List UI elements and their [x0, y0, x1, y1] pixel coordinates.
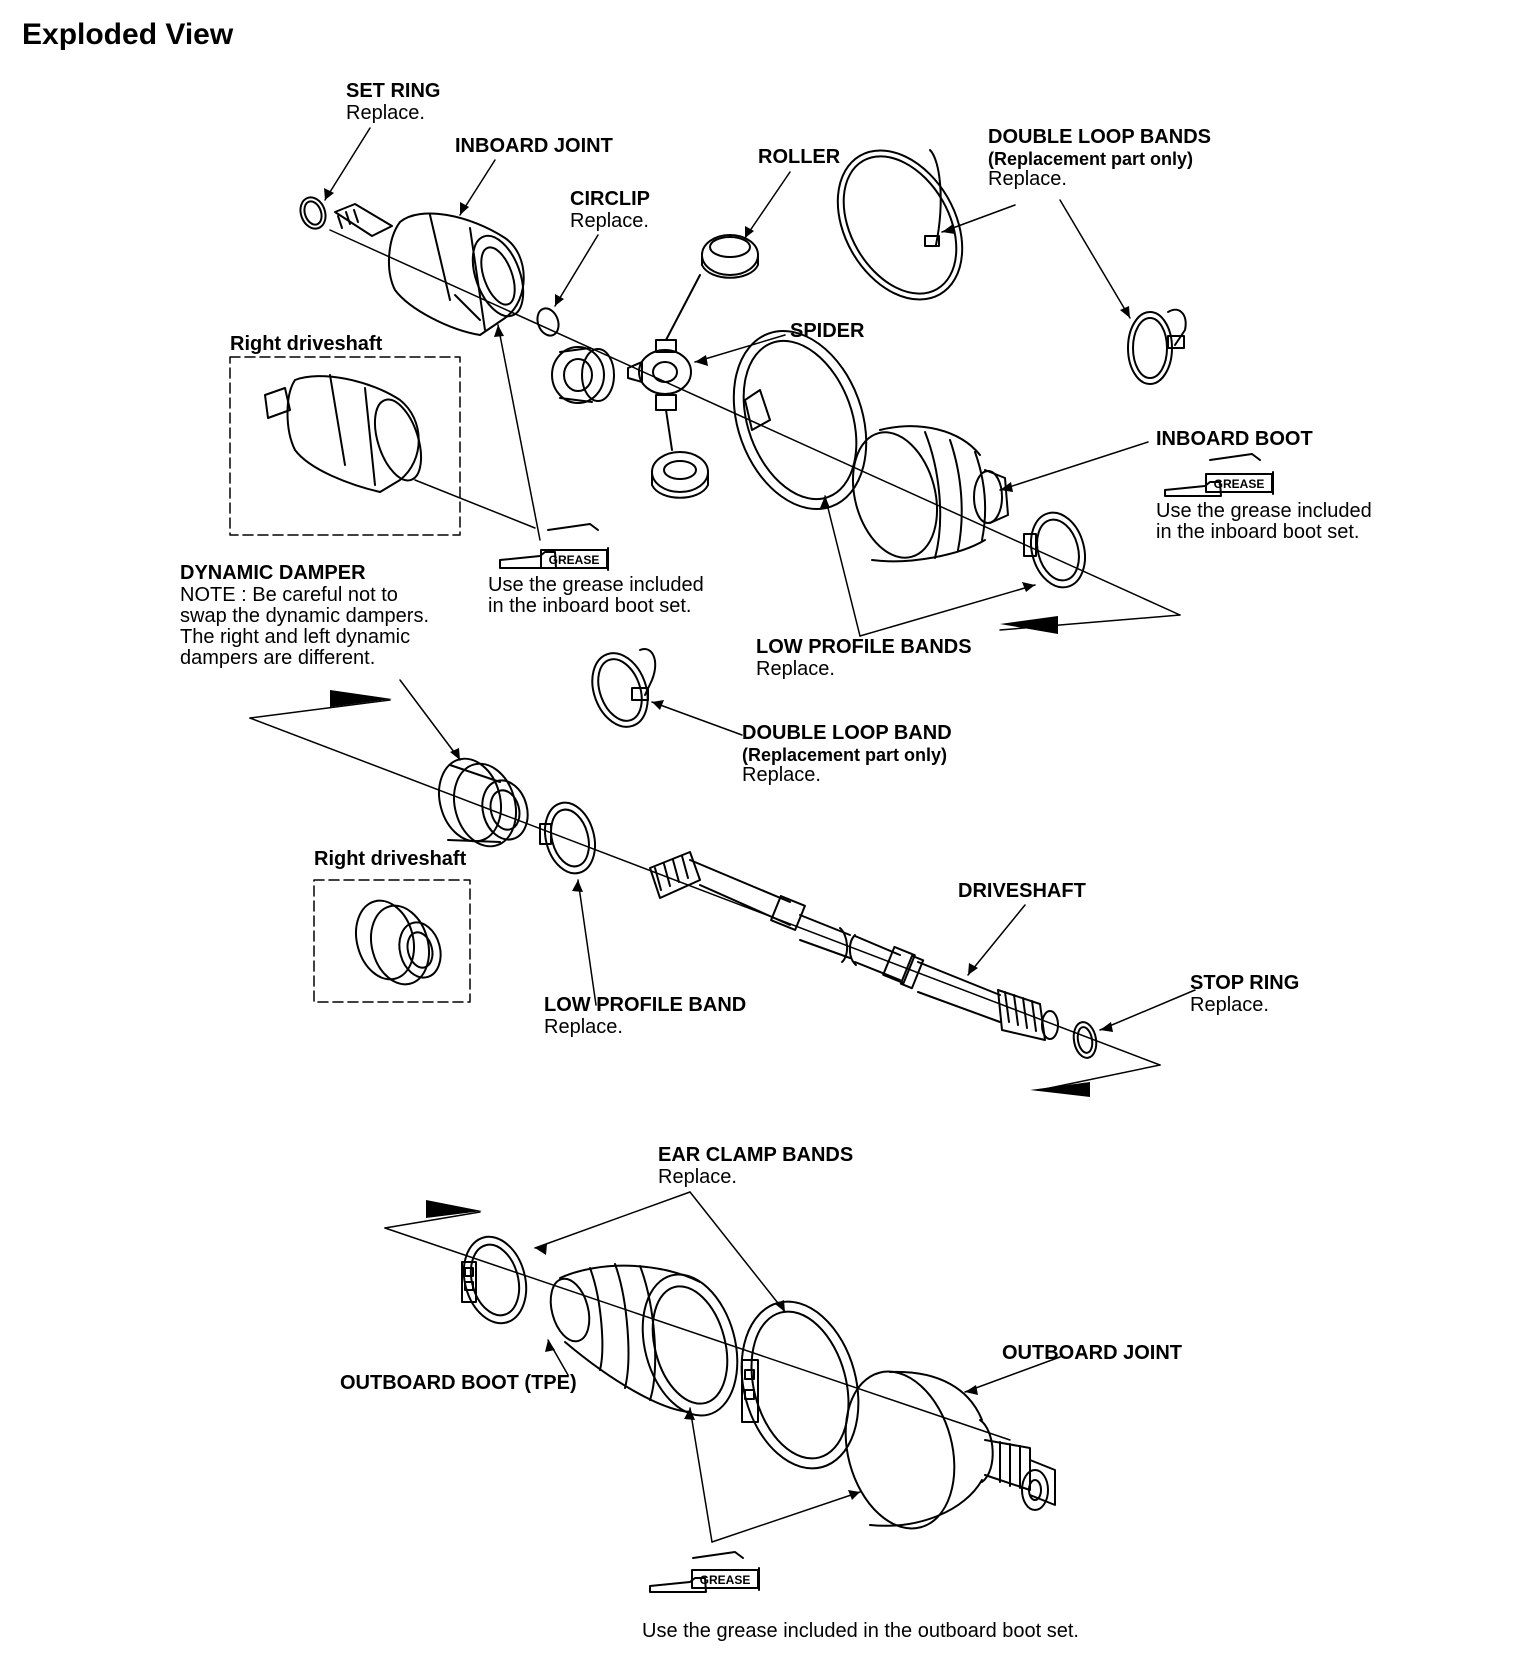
outboard-boot: [549, 1263, 739, 1417]
label-outboard-joint: OUTBOARD JOINT: [1002, 1342, 1182, 1364]
note-inboard-boot-grease-2: in the inboard boot set.: [1156, 521, 1360, 543]
low-profile-band-large: [732, 329, 868, 511]
ear-clamp-band-small: [461, 1235, 528, 1325]
note-outboard-grease: Use the grease included in the outboard …: [642, 1620, 1079, 1642]
note-inboard-boot-grease-1: Use the grease included: [1156, 500, 1372, 522]
note-set-ring: Replace.: [346, 102, 425, 124]
grease-tag-text-3: GREASE: [700, 1573, 751, 1587]
grease-tag-outboard: [649, 1551, 760, 1593]
inboard-boot: [851, 425, 1009, 563]
label-stop-ring: STOP RING: [1190, 972, 1300, 994]
inboard-joint: [334, 203, 525, 336]
leader-lines: [324, 127, 1196, 1543]
label-right-driveshaft-2: Right driveshaft: [314, 848, 467, 870]
note-damper-4: dampers are different.: [180, 647, 376, 669]
note-joint-grease-2: in the inboard boot set.: [488, 595, 692, 617]
sub-double-loop-band: (Replacement part only): [742, 745, 948, 765]
label-driveshaft: DRIVESHAFT: [958, 880, 1086, 902]
spider: [627, 274, 701, 451]
label-ear-clamp-bands: EAR CLAMP BANDS: [658, 1144, 854, 1166]
label-spider: SPIDER: [790, 320, 865, 342]
grease-tag-inboard-joint: [499, 523, 609, 571]
note-circlip: Replace.: [570, 210, 649, 232]
note-joint-grease-1: Use the grease included: [488, 574, 704, 596]
sub-double-loop-bands: (Replacement part only): [988, 149, 1194, 169]
note-damper-3: The right and left dynamic: [180, 626, 411, 648]
roller-bottom: [651, 451, 709, 499]
outboard-joint: [844, 1370, 1056, 1530]
label-low-profile-bands: LOW PROFILE BANDS: [756, 636, 972, 658]
double-loop-band-large: [836, 149, 964, 301]
label-right-driveshaft-1: Right driveshaft: [230, 333, 383, 355]
double-loop-band-middle: [591, 648, 657, 728]
leader-arrowheads: [324, 188, 1130, 1500]
label-low-profile-band: LOW PROFILE BAND: [544, 994, 747, 1016]
double-loop-band-small: [1127, 308, 1187, 385]
roller-top: [701, 234, 759, 279]
set-ring: [299, 196, 327, 230]
label-inboard-boot: INBOARD BOOT: [1156, 428, 1313, 450]
low-profile-band-middle: [539, 801, 596, 875]
stop-ring: [1072, 1021, 1098, 1059]
label-outboard-boot: OUTBOARD BOOT (TPE): [340, 1372, 577, 1394]
ear-clamp-band-large: [740, 1300, 860, 1470]
note-double-loop-band: Replace.: [742, 764, 821, 786]
label-dynamic-damper: DYNAMIC DAMPER: [180, 562, 366, 584]
note-low-profile-band: Replace.: [544, 1016, 623, 1038]
roller-left: [551, 346, 615, 404]
label-circlip: CIRCLIP: [570, 188, 650, 210]
note-stop-ring: Replace.: [1190, 994, 1269, 1016]
circlip: [536, 307, 560, 337]
grease-tag-text-2: GREASE: [1214, 477, 1265, 491]
right-driveshaft-box-2: [313, 879, 471, 1003]
dynamic-damper: [438, 757, 529, 848]
note-damper-1: NOTE : Be careful not to: [180, 584, 398, 606]
direction-arrows: [330, 616, 1090, 1218]
label-set-ring: SET RING: [346, 80, 441, 102]
low-profile-band-small-inboard: [1023, 511, 1086, 589]
note-double-loop-bands: Replace.: [988, 168, 1067, 190]
label-double-loop-bands: DOUBLE LOOP BANDS: [988, 126, 1211, 148]
axis-lines: [249, 229, 1181, 1441]
driveshaft: [649, 851, 1059, 1041]
note-damper-2: swap the dynamic dampers.: [180, 605, 430, 627]
label-double-loop-band: DOUBLE LOOP BAND: [742, 722, 952, 744]
label-roller: ROLLER: [758, 146, 841, 168]
note-ear-clamp-bands: Replace.: [658, 1166, 737, 1188]
note-low-profile-bands: Replace.: [756, 658, 835, 680]
page-title: Exploded View: [22, 18, 234, 51]
right-driveshaft-box-1: [229, 356, 461, 536]
label-inboard-joint: INBOARD JOINT: [455, 135, 613, 157]
grease-tag-text-1: GREASE: [549, 553, 600, 567]
grease-tag-inboard-boot: [1164, 453, 1274, 497]
